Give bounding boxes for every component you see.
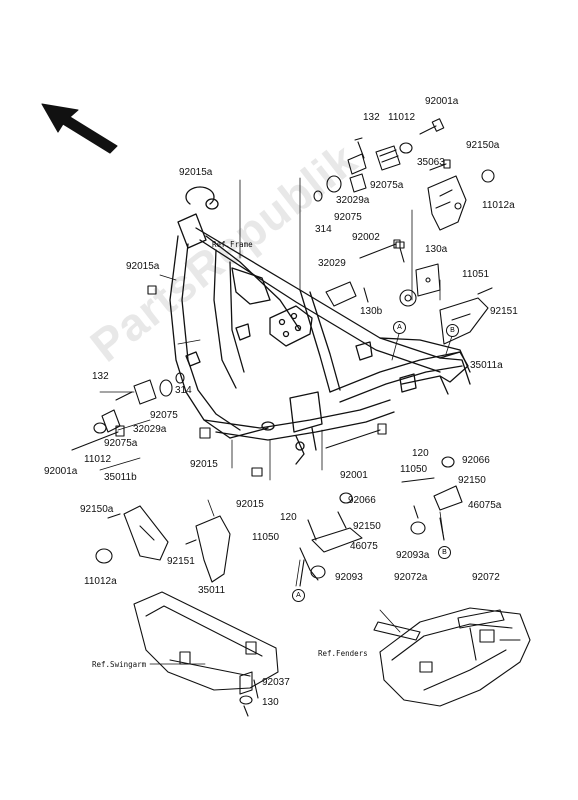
ref-fenders-label: Ref.Fenders [318,649,368,658]
part-label: 35063 [417,157,445,168]
part-label: 92072a [394,572,428,583]
part-label: 11050 [400,464,428,475]
callout-a-top: A [393,321,406,334]
part-label: 11012 [388,112,416,123]
part-label: 130 [262,697,279,708]
callout-b-top: B [446,324,459,337]
part-label: 92001a [425,96,459,107]
part-label: 92015a [179,167,213,178]
part-label: 32029a [133,424,167,435]
part-label: 92072 [472,572,500,583]
part-label: 92066 [462,455,490,466]
part-label: 35011a [470,360,503,371]
part-label: 11012a [84,576,117,587]
frame [169,186,471,465]
part-label: 130a [425,244,448,255]
callout-a-bottom: A [292,589,305,602]
part-label: 92150 [458,475,486,486]
rear-fender [379,607,531,707]
part-label: 92001 [340,470,368,481]
leader-lines [99,177,441,665]
part-label: 92015 [190,459,218,470]
callout-leaders [295,329,453,587]
part-label: 35011b [104,472,137,483]
part-label: 314 [175,385,192,396]
part-label: 92150a [466,140,500,151]
part-label: 92066 [348,495,376,506]
part-label: 132 [363,112,380,123]
part-label: 92015 [236,499,264,510]
part-label: 92075a [104,438,138,449]
top-parts [313,118,495,345]
part-label: 92075a [370,180,404,191]
callout-b-bottom: B [438,546,451,559]
ref-swingarm-label: Ref.Swingarm [92,660,147,669]
part-label: 32029a [336,195,370,206]
part-label: 32029 [318,258,346,269]
part-label: 92075 [150,410,178,421]
part-label: 46075 [350,541,378,552]
ref-frame-label: Ref.Frame [212,240,253,249]
part-label: 92151 [490,306,518,317]
part-label: 92093a [396,550,430,561]
left-parts [71,285,263,583]
part-label: 92151 [167,556,195,567]
part-label: 35011 [198,585,226,596]
part-label: 92093 [335,572,363,583]
part-label: 92075 [334,212,362,223]
part-label: 314 [315,224,332,235]
swingarm [133,591,279,717]
part-label: 92150 [353,521,381,532]
part-label: 11012a [482,200,515,211]
part-label: 11012 [84,454,112,465]
part-label: 92002 [352,232,380,243]
part-label: 92150a [80,504,114,515]
part-label: 92037 [262,677,290,688]
part-label: 132 [92,371,109,382]
part-label: 11051 [462,269,490,280]
part-label: 130b [360,306,383,317]
part-label: 46075a [468,500,502,511]
part-label: 120 [412,448,429,459]
part-label: 120 [280,512,297,523]
part-label: 92015a [126,261,160,272]
footrest-parts [299,423,505,641]
part-label: 11050 [252,532,280,543]
direction-arrow-icon [41,103,118,154]
part-label: 92001a [44,466,78,477]
